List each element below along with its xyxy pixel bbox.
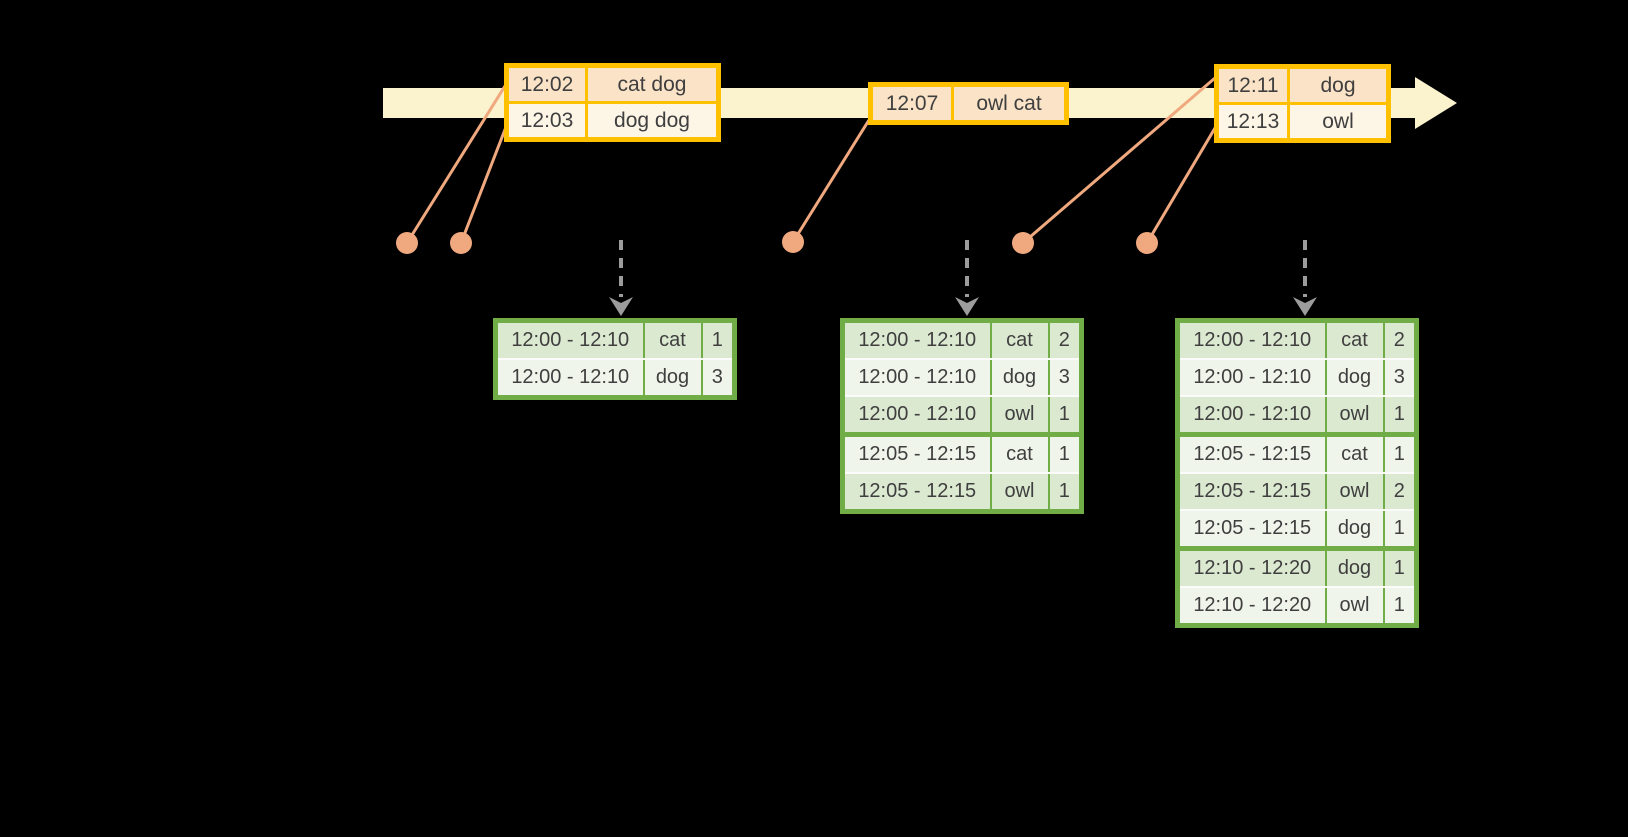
result-word-cell: cat (989, 319, 1050, 360)
result-count-cell: 1 (1047, 395, 1083, 436)
event-dot-5 (1136, 232, 1158, 254)
result-word-cell: dog (1324, 358, 1385, 397)
event-connector-line-2 (459, 126, 508, 244)
event-words-cell: dog dog (585, 101, 720, 141)
result-word-cell: dog (642, 358, 703, 399)
event-connector-line-5 (1145, 122, 1220, 244)
result-word-cell: cat (989, 432, 1050, 474)
event-connectors (405, 76, 1220, 245)
result-window-cell: 12:00 - 12:10 (494, 319, 645, 360)
event-dot-2 (450, 232, 472, 254)
result-word-cell: owl (1324, 395, 1385, 436)
result-word-cell: dog (1324, 546, 1385, 588)
result-count-cell: 1 (1382, 432, 1418, 474)
event-time-cell: 12:07 (869, 83, 954, 124)
result-window-cell: 12:05 - 12:15 (1176, 472, 1327, 511)
result-count-cell: 1 (700, 319, 736, 360)
event-time-cell: 12:11 (1215, 65, 1290, 105)
event-connector-line-4 (1022, 76, 1216, 245)
result-window-cell: 12:00 - 12:10 (494, 358, 645, 399)
result-word-cell: dog (1324, 509, 1385, 550)
result-word-cell: owl (1324, 472, 1385, 511)
result-window-cell: 12:05 - 12:15 (841, 472, 992, 513)
event-words-cell: owl (1287, 102, 1390, 142)
result-window-cell: 12:00 - 12:10 (841, 319, 992, 360)
result-window-cell: 12:00 - 12:10 (841, 395, 992, 436)
event-dots (396, 231, 1158, 254)
result-count-cell: 1 (1382, 509, 1418, 550)
result-window-cell: 12:05 - 12:15 (1176, 509, 1327, 550)
result-count-cell: 2 (1047, 319, 1083, 360)
result-count-cell: 1 (1382, 586, 1418, 627)
result-word-cell: cat (642, 319, 703, 360)
event-dot-1 (396, 232, 418, 254)
result-window-cell: 12:00 - 12:10 (1176, 319, 1327, 360)
result-window-cell: 12:05 - 12:15 (1176, 432, 1327, 474)
result-count-cell: 1 (1382, 395, 1418, 436)
result-count-cell: 1 (1047, 472, 1083, 513)
result-count-cell: 3 (1382, 358, 1418, 397)
result-word-cell: dog (989, 358, 1050, 397)
result-count-cell: 1 (1047, 432, 1083, 474)
event-words-cell: owl cat (951, 83, 1068, 124)
result-word-cell: owl (989, 472, 1050, 513)
event-connector-line-1 (405, 85, 507, 244)
timeline-arrowhead-icon (1415, 77, 1457, 129)
result-word-cell: cat (1324, 432, 1385, 474)
event-time-cell: 12:03 (505, 101, 588, 141)
event-dot-4 (1012, 232, 1034, 254)
result-window-cell: 12:00 - 12:10 (841, 358, 992, 397)
result-count-cell: 3 (1047, 358, 1083, 397)
result-window-cell: 12:05 - 12:15 (841, 432, 992, 474)
result-count-cell: 2 (1382, 319, 1418, 360)
event-words-cell: cat dog (585, 64, 720, 104)
event-time-cell: 12:13 (1215, 102, 1290, 142)
result-count-cell: 3 (700, 358, 736, 399)
result-word-cell: cat (1324, 319, 1385, 360)
trigger-arrow-1 (609, 240, 633, 316)
trigger-arrow-2 (955, 240, 979, 316)
result-count-cell: 1 (1382, 546, 1418, 588)
trigger-arrow-3 (1293, 240, 1317, 316)
result-word-cell: owl (1324, 586, 1385, 627)
result-window-cell: 12:00 - 12:10 (1176, 358, 1327, 397)
event-time-cell: 12:02 (505, 64, 588, 104)
event-words-cell: dog (1287, 65, 1390, 105)
result-count-cell: 2 (1382, 472, 1418, 511)
result-window-cell: 12:10 - 12:20 (1176, 546, 1327, 588)
event-dot-3 (782, 231, 804, 253)
result-word-cell: owl (989, 395, 1050, 436)
result-window-cell: 12:00 - 12:10 (1176, 395, 1327, 436)
result-window-cell: 12:10 - 12:20 (1176, 586, 1327, 627)
event-connector-line-3 (791, 119, 871, 243)
